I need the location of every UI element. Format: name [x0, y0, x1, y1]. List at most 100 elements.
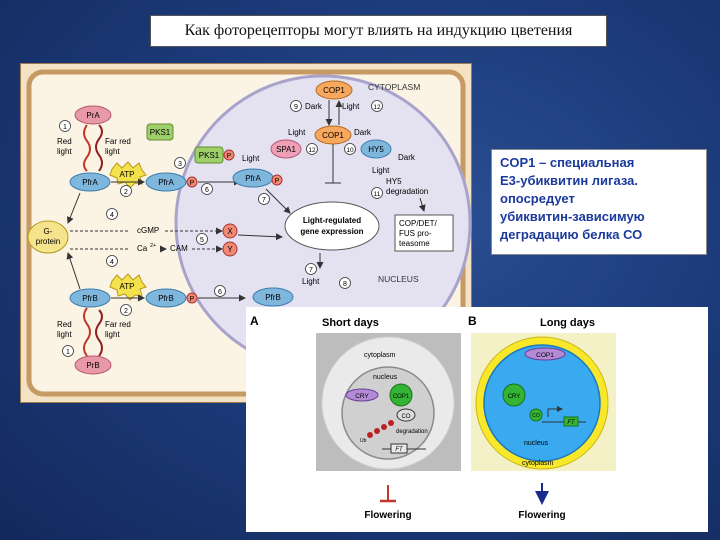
pfra-mid-text: PfrA [158, 178, 174, 187]
num-10-text: 10 [346, 147, 354, 154]
gene-expression-text-1: Light-regulated [303, 216, 361, 225]
num-5-text: 5 [200, 237, 204, 244]
spa1-text: SPA1 [276, 145, 296, 154]
num-2-bottom-text: 2 [124, 308, 128, 315]
arrow-pfra-to-genes [265, 188, 291, 214]
pks1-text: PKS1 [150, 128, 171, 137]
num-1-bottom-text: 1 [66, 349, 70, 356]
panel-a-cry [345, 388, 379, 402]
panel-b-letter: B [468, 314, 477, 328]
gene-expression-node [284, 201, 380, 251]
pfrb-left-node [69, 288, 111, 308]
panel-a-ub-2 [374, 428, 380, 434]
light-label-top: Light [342, 102, 360, 111]
dark-label-top: Dark [305, 102, 323, 111]
arrow-xy-to-genes [237, 233, 283, 241]
atp-top-text: ATP [120, 170, 135, 179]
num-2-bottom [120, 304, 132, 316]
pks1-phosphate-text: P [227, 153, 232, 160]
panel-a-cop1-text: COP1 [393, 394, 410, 400]
light-label-hy5: Light [372, 166, 390, 175]
pfra-nucleus-phosphate [271, 174, 283, 186]
light-label-bottom: Light [302, 277, 320, 286]
red-light-arrow [83, 124, 91, 172]
short-long-days-diagram: A Short days cytoplasm nucleus CRY COP1 … [246, 307, 708, 532]
panel-b-ft-text: FT [567, 420, 576, 426]
num-12-top [371, 100, 383, 112]
num-1-bottom [62, 345, 74, 357]
num-12-top-text: 12 [373, 104, 381, 111]
x-node [222, 223, 238, 239]
panel-a-ft-text: FT [395, 447, 404, 453]
num-8 [339, 277, 351, 289]
note-line-1: COP1 – специальная [500, 155, 635, 170]
cop-det-text-2: FUS pro- [399, 229, 432, 238]
num-4-bottom-text: 4 [110, 259, 114, 266]
panel-a-cop1 [389, 383, 413, 407]
num-8-text: 8 [343, 281, 347, 288]
num-7-top [258, 193, 270, 205]
panel-b-cytoplasm-label: cytoplasm [522, 460, 554, 467]
panel-b-nucleus-label: nucleus [524, 440, 549, 447]
slide-title: Как фоторецепторы могут влиять на индукц… [150, 15, 607, 47]
red-light-label-top-2: light [57, 147, 72, 156]
panel-b-activation-arrow [547, 406, 563, 417]
num-6-top-text: 6 [205, 187, 209, 194]
ca-superscript: 2+ [150, 243, 156, 249]
gene-expression-text-2: gene expression [300, 227, 363, 236]
cgmp-label: cGMP [137, 226, 159, 235]
pra-node [74, 105, 112, 125]
cop1-note-box: COP1 – специальная Е3-убиквитин лигаза. … [491, 149, 707, 255]
num-1-top-text: 1 [63, 124, 67, 131]
g-protein-text-2: protein [36, 237, 60, 246]
num-3-text: 3 [178, 161, 182, 168]
num-7-bottom-text: 7 [309, 267, 313, 274]
pks1-phosphate [223, 149, 235, 161]
panel-a-letter: A [250, 314, 259, 328]
pfrb-nucleus-node [252, 287, 294, 307]
num-11 [371, 187, 383, 199]
pfrb-mid-phosphate [186, 292, 198, 304]
panel-b-co [529, 408, 543, 422]
y-node [222, 241, 238, 257]
num-3 [174, 157, 186, 169]
panel-b-cry-text: CRY [508, 394, 521, 400]
hy5-degradation-label-2: degradation [386, 187, 428, 196]
pfrb-mid-node [145, 288, 187, 308]
cop-det-text-1: COP/DET/ [399, 219, 438, 228]
atp-bottom-text: ATP [120, 282, 135, 291]
nucleus-label: NUCLEUS [378, 274, 419, 284]
arrow-pfrb-to-g [66, 252, 81, 290]
far-red-label-bottom-2: light [105, 330, 120, 339]
cop-det-text-3: teasome [399, 239, 430, 248]
pks1-p-node [194, 146, 224, 164]
pks1-node [146, 123, 174, 141]
num-11-text: 11 [374, 191, 381, 198]
panel-b-cop1 [524, 347, 566, 361]
far-red-label-top-1: Far red [105, 137, 131, 146]
prb-text: PrB [86, 361, 99, 370]
hy5-node [360, 139, 392, 159]
cam-label: CAM [170, 244, 188, 253]
spa1-node [270, 139, 302, 159]
panel-b-flowering: Flowering [518, 510, 565, 521]
cop1-mid-text: COP1 [322, 131, 344, 140]
pfrb-nucleus-text: PfrB [265, 293, 281, 302]
num-4-top-text: 4 [110, 212, 114, 219]
panel-a-flowering: Flowering [364, 510, 411, 521]
panel-a-co-text: CO [402, 414, 411, 420]
num-2-top-text: 2 [124, 189, 128, 196]
arrow-to-proteasome [418, 197, 426, 212]
pra-text: PrA [86, 111, 100, 120]
g-protein-node [27, 220, 69, 254]
panel-a-degradation-label: degradation [396, 429, 428, 435]
panel-b-cop1-text: COP1 [536, 352, 554, 359]
panel-a-ub-1 [367, 432, 373, 438]
num-7-top-text: 7 [262, 197, 266, 204]
pfrb-mid-text: PfrB [158, 294, 174, 303]
num-9-text: 9 [294, 104, 298, 111]
num-9 [290, 100, 302, 112]
num-1-top [59, 120, 71, 132]
x-text: X [227, 227, 233, 236]
num-6-bottom-text: 6 [218, 289, 222, 296]
